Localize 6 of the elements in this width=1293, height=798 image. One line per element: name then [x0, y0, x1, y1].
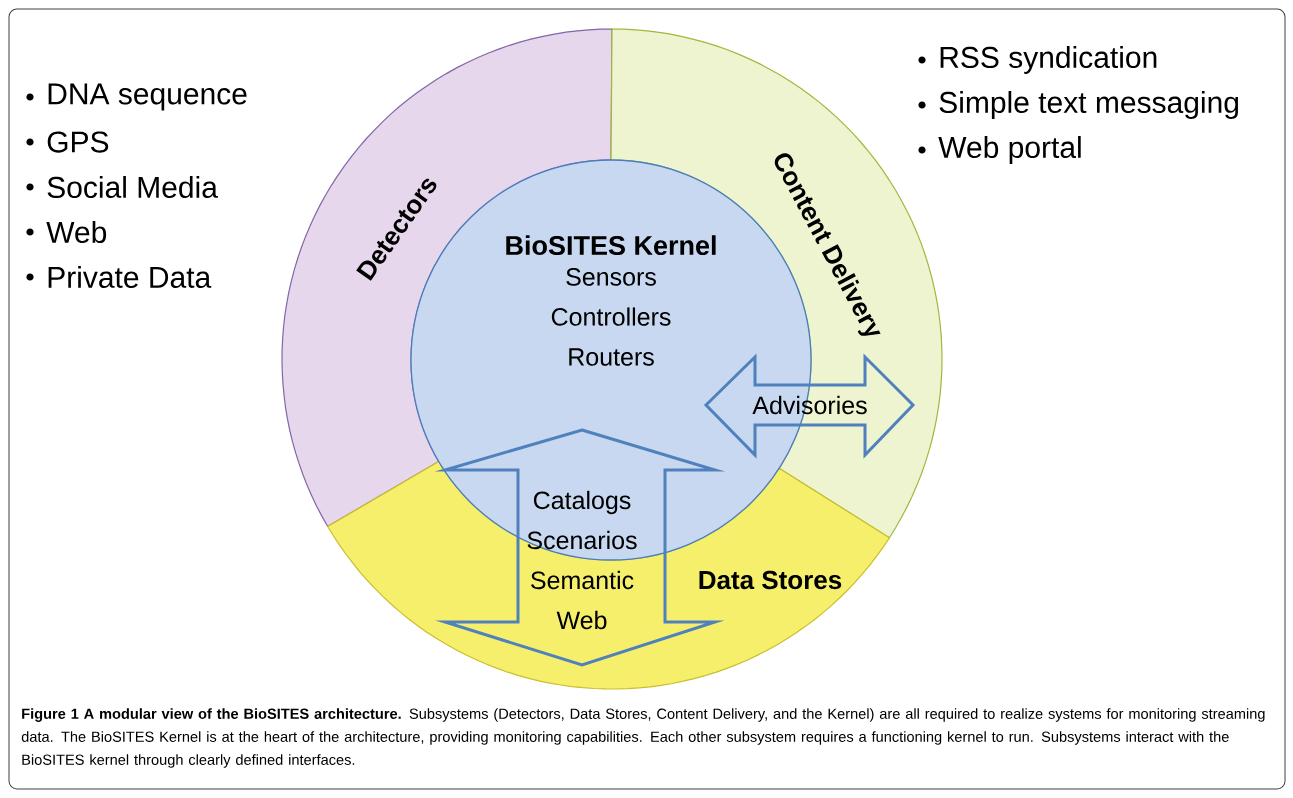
- bullet-item: Social Media: [26, 176, 218, 198]
- bullet-item: DNA sequence: [26, 83, 247, 111]
- bullet-item: GPS: [26, 131, 109, 153]
- bullet-item: Private Data: [26, 266, 212, 288]
- caption: Figure 1 A modular view of the BioSITES architecture. Subsystems (Detectors, Data Stores, Content Delivery, and the Kernel) are all required to realize systems for monitoring streaming data. The BioSITES Kernel is at the heart of the architecture, providing monitoring capabilities. Each other subsystem requires a functioning kernel to run. Subsystems interact with the BioSITES kernel through clearly defined interfaces.: [21, 708, 1265, 768]
- bullet-item: Web: [26, 221, 107, 243]
